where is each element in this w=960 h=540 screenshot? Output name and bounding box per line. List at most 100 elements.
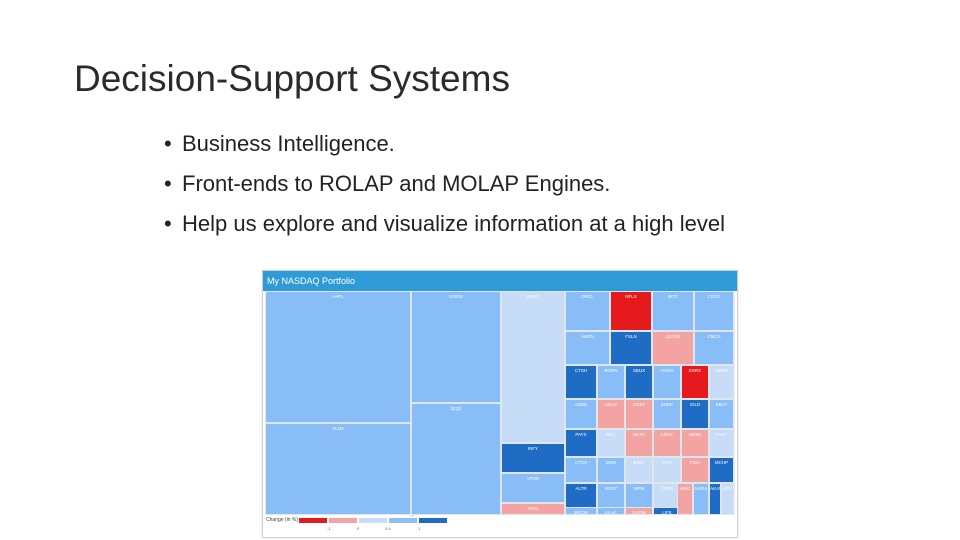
tile-label: ADBE — [574, 402, 588, 407]
treemap-tile-fsln[interactable]: FSLN — [610, 331, 652, 365]
tile-label: DISH — [605, 460, 617, 465]
tile-label: CSCO — [707, 294, 721, 299]
tile-label: CHRW — [632, 510, 646, 515]
treemap-tile-ebay[interactable]: EBAY — [709, 399, 734, 429]
treemap-tile-joy[interactable]: JOY — [721, 483, 734, 515]
treemap-tile-infy[interactable]: INFY — [501, 443, 565, 473]
tile-label: NFLX — [625, 294, 637, 299]
tile-label: AMGN — [714, 368, 729, 373]
treemap-tile-fast[interactable]: FAST — [709, 429, 734, 457]
treemap-tile-bidu[interactable]: BIDU — [625, 457, 653, 483]
treemap-tile-atvi[interactable]: ATVI — [653, 457, 681, 483]
treemap-tile-intc[interactable]: INTC — [652, 291, 694, 331]
treemap-tile-csco[interactable]: CSCO — [694, 291, 734, 331]
treemap-tile-brcm[interactable]: BRCM — [565, 507, 597, 515]
treemap-tile-fisv[interactable]: FISV — [681, 457, 709, 483]
tile-label: FAST — [715, 432, 728, 437]
slide-title: Decision-Support Systems — [74, 58, 510, 99]
treemap-tile-orcl[interactable]: ORCL — [565, 291, 610, 331]
bullet-text: Front-ends to ROLAP and MOLAP Engines. — [182, 171, 611, 196]
tile-label: SNDK — [660, 402, 674, 407]
bullet-item: • Front-ends to ROLAP and MOLAP Engines. — [160, 170, 780, 197]
bullet-dot-icon: • — [164, 211, 172, 236]
tile-label: CMCS — [707, 334, 721, 339]
treemap-tile-esrx[interactable]: ESRX — [681, 365, 709, 399]
legend-title: Change (in %) — [266, 517, 298, 523]
tile-label: AAPL — [332, 294, 344, 299]
treemap-tile-ctxs[interactable]: CTXS — [565, 457, 597, 483]
legend-swatch — [389, 518, 417, 523]
tile-label: FSLN — [625, 334, 637, 339]
treemap-tile-chrw[interactable]: CHRW — [625, 507, 653, 515]
legend-swatch — [329, 518, 357, 523]
treemap-tile-vod[interactable]: VOD — [265, 291, 267, 293]
treemap-tile-yhoo[interactable]: YHOO — [653, 365, 681, 399]
treemap-tile-celg[interactable]: CELG — [597, 399, 625, 429]
legend-swatch — [359, 518, 387, 523]
tile-label: CTXS — [574, 460, 587, 465]
treemap-tile-aapl[interactable]: AAPL — [265, 291, 411, 423]
treemap-tile-sbux[interactable]: SBUX — [625, 365, 653, 399]
tile-label: COST — [632, 402, 646, 407]
tile-label: KLAC — [605, 510, 617, 515]
bullet-list: • Business Intelligence. • Front-ends to R… — [160, 130, 780, 237]
tile-label: FISV — [689, 460, 700, 465]
tile-label: ALTR — [575, 486, 587, 491]
treemap-tile-qcom[interactable]: QCOM — [652, 331, 694, 365]
treemap-tile-akam[interactable]: AKAM — [709, 483, 721, 515]
tile-label: QQQ — [450, 406, 462, 411]
tile-label: BIDU — [633, 460, 645, 465]
treemap-tile-goog[interactable]: GOOG — [411, 291, 501, 403]
treemap-tile-bgrn[interactable]: BGRN — [597, 365, 625, 399]
tile-label: CELG — [604, 402, 618, 407]
treemap-tile-isrg[interactable]: ISRG — [501, 503, 565, 515]
treemap-tile-adbe[interactable]: ADBE — [565, 399, 597, 429]
treemap-tile-payx[interactable]: PAYX — [565, 429, 597, 457]
color-legend: Change (in %) -1 0 0.4 1 — [265, 517, 735, 535]
bullet-text: Business Intelligence. — [182, 131, 395, 156]
tile-label: MYL — [606, 432, 616, 437]
treemap-tile-dltr[interactable]: DLTR — [625, 429, 653, 457]
tile-label: WFM — [633, 486, 645, 491]
tile-label: ATVI — [662, 460, 672, 465]
legend-tick: 0.4 — [385, 526, 391, 531]
tile-label: MCHP — [714, 460, 729, 465]
tile-label: INFY — [527, 446, 539, 451]
treemap-tile-cmcs[interactable]: CMCS — [694, 331, 734, 365]
treemap-tile-sndk[interactable]: SNDK — [653, 399, 681, 429]
treemap-tile-nvda[interactable]: NVDA — [693, 483, 709, 515]
treemap-tile-myl[interactable]: MYL — [597, 429, 625, 457]
treemap-tile-gild[interactable]: GILD — [681, 399, 709, 429]
treemap-tile-cost[interactable]: COST — [625, 399, 653, 429]
treemap-tile-klac[interactable]: KLAC — [597, 507, 625, 515]
treemap-tile-ctsh[interactable]: CTSH — [565, 365, 597, 399]
treemap-tile-msft[interactable]: MSFT — [501, 291, 565, 443]
treemap-tile-nflx[interactable]: NFLX — [610, 291, 652, 331]
dashboard-title: My NASDAQ Portfolio — [263, 271, 737, 291]
tile-label: ISRG — [527, 506, 539, 511]
treemap-tile-flir[interactable]: FLIR — [412, 515, 414, 517]
treemap-tile-amgn[interactable]: AMGN — [709, 365, 734, 399]
tile-label: CERN — [660, 486, 674, 491]
tile-label: AMZN — [581, 334, 594, 339]
tile-label: DLTR — [633, 432, 645, 437]
tile-label: GOOG — [448, 294, 463, 299]
treemap-tile-mxim[interactable]: MXIM — [681, 429, 709, 457]
treemap-tile-lrcx[interactable]: LRCX — [653, 429, 681, 457]
treemap-tile-hsic[interactable]: HSIC — [677, 483, 693, 515]
treemap-tile-xlnx[interactable]: XLNX — [265, 423, 411, 515]
tile-label: XLNX — [332, 426, 344, 431]
legend-tick: 0 — [357, 526, 360, 531]
treemap-tile-vrsn[interactable]: VRSN — [501, 473, 565, 503]
tile-label: LRCX — [660, 432, 673, 437]
treemap-tile-mchp[interactable]: MCHP — [709, 457, 734, 483]
treemap-tile-amzn[interactable]: AMZN — [565, 331, 610, 365]
tile-label: YHOO — [660, 368, 674, 373]
tile-label: EBAY — [715, 402, 728, 407]
treemap-tile-qqq[interactable]: QQQ — [411, 403, 501, 515]
treemap-tile-dish[interactable]: DISH — [597, 457, 625, 483]
tile-label: INTC — [667, 294, 679, 299]
bullet-dot-icon: • — [164, 171, 172, 196]
legend-tick: -1 — [327, 526, 331, 531]
